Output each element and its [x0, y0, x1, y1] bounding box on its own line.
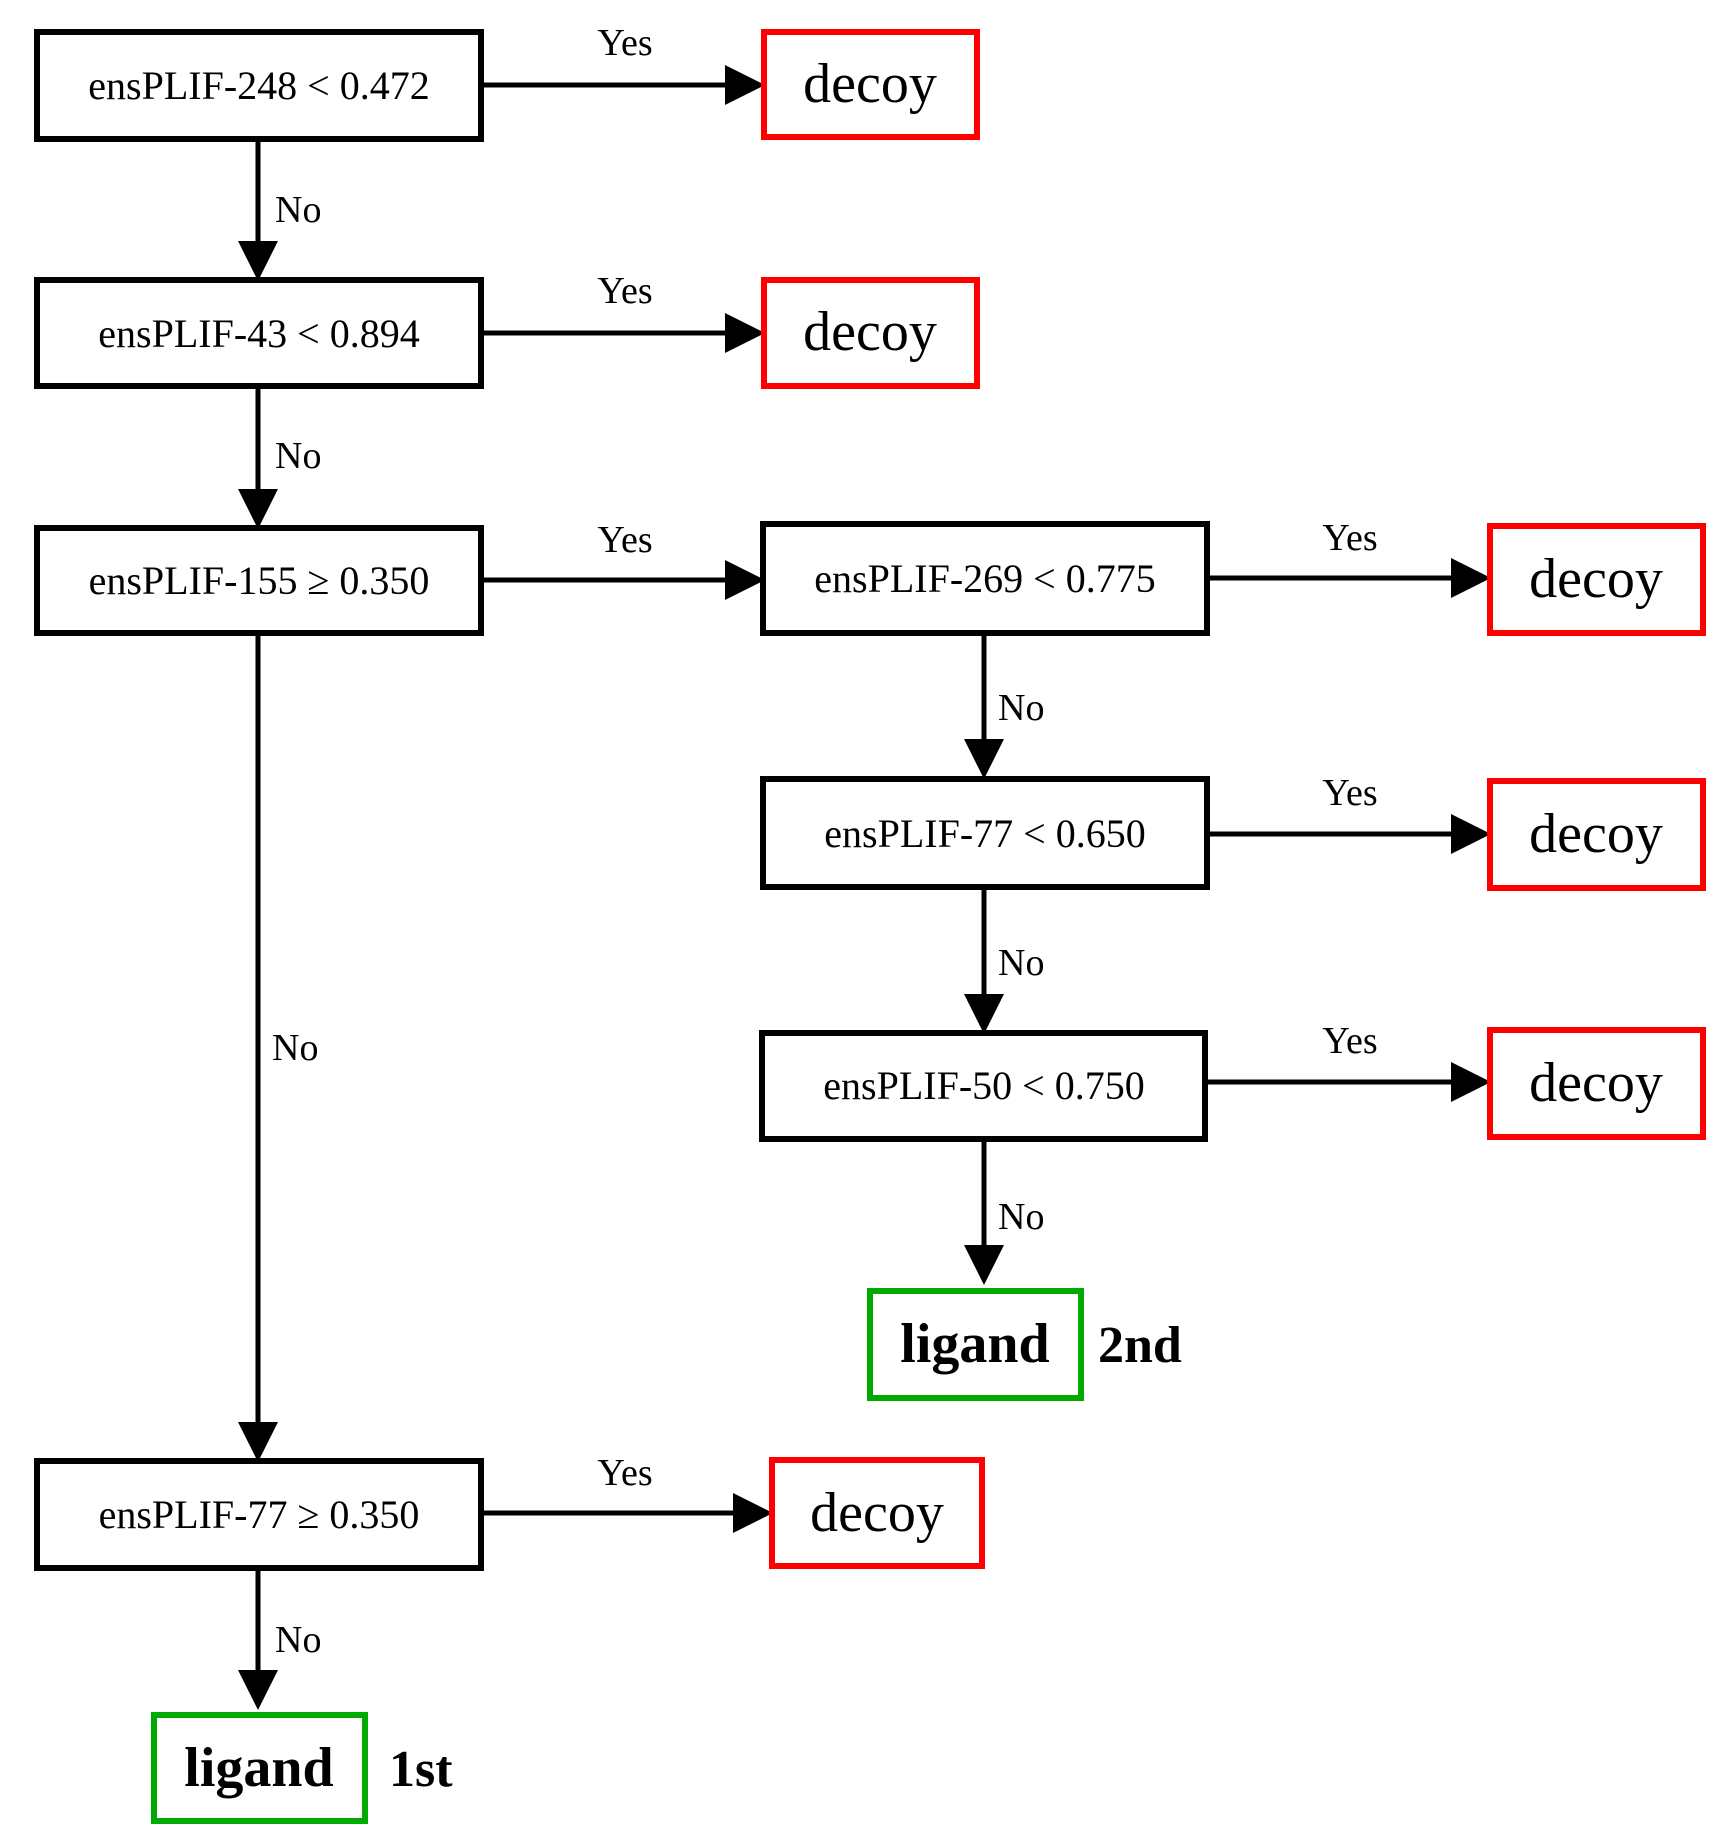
condition-text: ensPLIF-269 < 0.775 [814, 556, 1155, 601]
decoy-leaf-d5: decoy [1487, 1027, 1706, 1140]
edge-label-no: No [272, 1027, 318, 1069]
edge-label-yes: Yes [1322, 1020, 1377, 1062]
edge-label-no: No [275, 189, 321, 231]
decoy-label: decoy [1529, 548, 1663, 610]
edge-label-yes: Yes [1322, 517, 1377, 559]
decoy-label: decoy [803, 301, 937, 363]
edge-label-yes: Yes [1322, 772, 1377, 814]
condition-node-n2: ensPLIF-43 < 0.894 [34, 277, 484, 389]
condition-node-n5: ensPLIF-77 < 0.650 [760, 776, 1210, 890]
ligand-label: ligand [184, 1737, 333, 1799]
edge-labels: Yes No Yes No Yes No Yes No Yes No Yes N… [272, 22, 1378, 1661]
decoy-label: decoy [810, 1482, 944, 1544]
condition-text: ensPLIF-50 < 0.750 [823, 1063, 1144, 1108]
condition-text: ensPLIF-77 ≥ 0.350 [99, 1492, 420, 1537]
decoy-leaf-d6: decoy [769, 1457, 985, 1569]
edge-label-yes: Yes [597, 1452, 652, 1494]
edge-label-no: No [998, 942, 1044, 984]
condition-node-n4: ensPLIF-269 < 0.775 [760, 521, 1210, 636]
condition-text: ensPLIF-77 < 0.650 [824, 811, 1145, 856]
edge-label-yes: Yes [597, 519, 652, 561]
ligand-leaf-l1: ligand [151, 1712, 368, 1824]
edges [238, 65, 1491, 1710]
edge-label-yes: Yes [597, 22, 652, 64]
ligand-rank-2nd: 2nd [1098, 1317, 1182, 1374]
condition-node-n3: ensPLIF-155 ≥ 0.350 [34, 525, 484, 636]
decoy-leaf-d4: decoy [1487, 778, 1706, 891]
condition-node-n6: ensPLIF-50 < 0.750 [759, 1030, 1208, 1142]
decoy-label: decoy [803, 53, 937, 115]
decoy-leaf-d3: decoy [1487, 523, 1706, 636]
condition-text: ensPLIF-155 ≥ 0.350 [89, 558, 430, 603]
condition-text: ensPLIF-43 < 0.894 [98, 311, 419, 356]
condition-node-n1: ensPLIF-248 < 0.472 [34, 29, 484, 142]
condition-text: ensPLIF-248 < 0.472 [88, 63, 429, 108]
condition-node-n7: ensPLIF-77 ≥ 0.350 [34, 1458, 484, 1571]
edge-label-no: No [275, 1619, 321, 1661]
decoy-label: decoy [1529, 803, 1663, 865]
decoy-label: decoy [1529, 1052, 1663, 1114]
ligand-rank-1st: 1st [389, 1741, 453, 1798]
ligand-label: ligand [900, 1313, 1049, 1375]
edge-label-yes: Yes [597, 270, 652, 312]
edge-label-no: No [275, 435, 321, 477]
decoy-leaf-d1: decoy [761, 29, 980, 140]
edge-label-no: No [998, 1196, 1044, 1238]
decoy-leaf-d2: decoy [761, 277, 980, 389]
ligand-leaf-l2: ligand [867, 1288, 1084, 1401]
edge-label-no: No [998, 687, 1044, 729]
